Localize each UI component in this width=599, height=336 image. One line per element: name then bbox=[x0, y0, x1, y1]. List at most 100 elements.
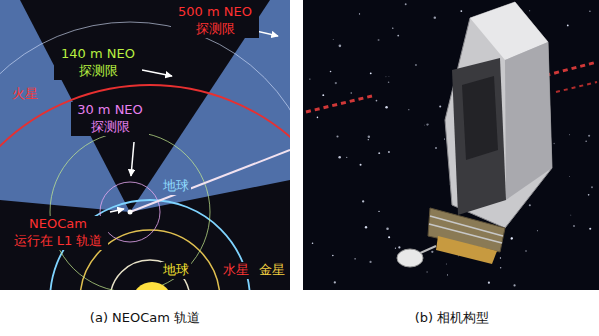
star bbox=[388, 76, 390, 78]
orbit-note: NEOCam 运行在 L1 轨道 bbox=[9, 216, 108, 250]
star bbox=[397, 35, 399, 37]
star bbox=[428, 123, 430, 125]
asteroid-trail bbox=[306, 96, 372, 112]
star bbox=[385, 106, 387, 108]
detection-limit-circle bbox=[100, 182, 160, 242]
leader-arrow bbox=[131, 142, 134, 176]
star bbox=[513, 284, 515, 286]
star bbox=[354, 258, 355, 259]
star bbox=[359, 13, 360, 14]
planet-label: 金星 bbox=[257, 262, 287, 279]
star bbox=[365, 226, 367, 228]
star bbox=[334, 281, 336, 283]
viewing-line bbox=[130, 150, 290, 212]
detection-limit-circle bbox=[50, 132, 210, 290]
star bbox=[569, 134, 571, 136]
star bbox=[426, 123, 428, 125]
antenna-dish bbox=[397, 249, 423, 267]
star bbox=[589, 228, 591, 230]
star bbox=[445, 263, 447, 265]
star bbox=[588, 194, 590, 196]
star bbox=[553, 143, 554, 144]
star bbox=[537, 230, 538, 231]
star bbox=[408, 109, 409, 110]
star bbox=[511, 237, 513, 239]
star bbox=[415, 64, 417, 66]
camera-panel bbox=[303, 0, 599, 290]
star bbox=[336, 135, 338, 137]
star bbox=[388, 81, 390, 83]
mercury-orbit bbox=[110, 260, 190, 290]
star bbox=[368, 135, 370, 137]
star-ground bbox=[303, 0, 599, 290]
star bbox=[378, 39, 380, 41]
star bbox=[338, 156, 341, 159]
star bbox=[444, 138, 445, 139]
star bbox=[529, 204, 531, 206]
star bbox=[569, 175, 571, 177]
star bbox=[589, 10, 591, 12]
star bbox=[362, 200, 364, 202]
star bbox=[368, 139, 369, 140]
star bbox=[317, 117, 319, 119]
star bbox=[376, 100, 378, 102]
sunshade bbox=[445, 2, 552, 228]
neocam-position bbox=[128, 210, 133, 215]
panel-caption: (b) 相机构型 bbox=[413, 310, 492, 327]
field-of-view-wedge bbox=[130, 0, 290, 212]
star bbox=[370, 72, 372, 74]
panel-caption: (a) NEOCam 轨道 bbox=[88, 310, 202, 327]
star bbox=[388, 151, 390, 153]
star bbox=[431, 251, 433, 253]
star bbox=[360, 164, 362, 166]
gold-foil bbox=[436, 236, 497, 264]
star bbox=[500, 257, 501, 258]
star bbox=[322, 94, 324, 96]
detection-limit-label: 140 m NEO 探测限 bbox=[54, 46, 142, 80]
detection-limit-circle bbox=[0, 22, 290, 290]
mars-orbit bbox=[0, 85, 290, 290]
star bbox=[392, 27, 393, 28]
planet-label: 地球 bbox=[161, 262, 191, 279]
star bbox=[346, 157, 347, 158]
star bbox=[573, 225, 574, 226]
star bbox=[378, 152, 380, 154]
detection-limit-label: 500 m NEO 探测限 bbox=[171, 4, 259, 38]
asteroid-trail bbox=[556, 82, 597, 92]
star bbox=[426, 271, 428, 273]
star bbox=[398, 246, 400, 248]
star bbox=[395, 248, 396, 249]
star bbox=[525, 250, 526, 251]
planet-label: 火星 bbox=[10, 86, 40, 103]
star bbox=[339, 45, 342, 48]
star bbox=[570, 214, 572, 216]
star bbox=[386, 227, 389, 230]
star bbox=[309, 78, 310, 79]
telescope-barrel bbox=[452, 58, 506, 215]
star bbox=[312, 242, 314, 244]
star bbox=[447, 274, 448, 275]
leader-arrow bbox=[142, 70, 172, 76]
star bbox=[585, 140, 586, 141]
star bbox=[529, 10, 530, 11]
sunshade-side bbox=[505, 42, 552, 200]
telescope-aperture bbox=[462, 76, 498, 160]
star bbox=[591, 186, 593, 188]
star bbox=[330, 71, 332, 73]
star bbox=[335, 82, 337, 84]
star bbox=[369, 261, 371, 263]
star bbox=[567, 25, 569, 27]
star bbox=[510, 238, 512, 240]
star bbox=[460, 10, 462, 12]
space-ground bbox=[0, 0, 290, 290]
star bbox=[439, 105, 441, 107]
detection-limit-label: 30 m NEO 探测限 bbox=[71, 102, 149, 136]
star bbox=[333, 39, 334, 40]
star bbox=[424, 124, 426, 126]
star bbox=[378, 211, 379, 212]
star bbox=[385, 76, 387, 78]
star bbox=[435, 147, 437, 149]
sun bbox=[132, 282, 172, 290]
